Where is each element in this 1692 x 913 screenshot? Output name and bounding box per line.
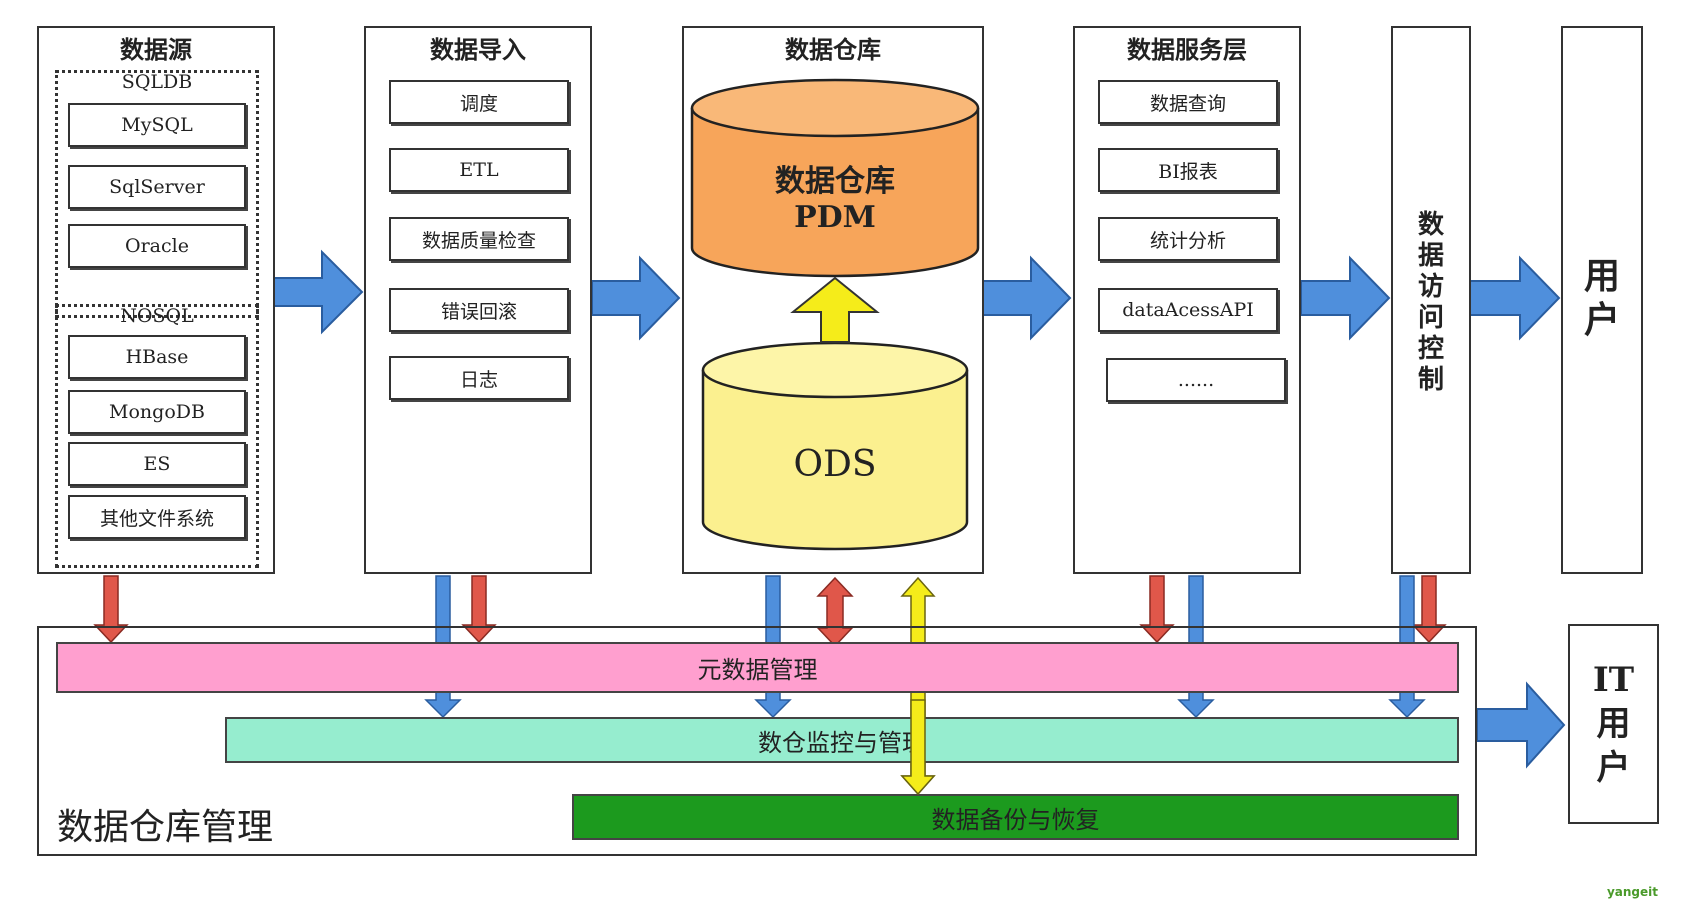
flow-arrow-management-to-it-user: [1476, 681, 1566, 769]
metadata-management-bar: 元数据管理: [56, 642, 1459, 693]
warehouse-title: 数据仓库: [785, 35, 881, 64]
red-arrow-source: [93, 575, 129, 644]
flow-arrow-warehouse-to-service: [982, 255, 1072, 341]
red-arrow-access: [1411, 575, 1447, 644]
service-item-more: ......: [1106, 358, 1286, 402]
source-item-mysql: MySQL: [68, 103, 246, 147]
access-control-label: 数 据 访 问 控 制: [1417, 210, 1444, 395]
import-item-rollback: 错误回滚: [389, 288, 569, 332]
sqldb-label: SQLDB: [121, 71, 193, 93]
service-item-data-access-api: dataAcessAPI: [1098, 288, 1278, 332]
monitoring-management-bar: 数仓监控与管理: [225, 717, 1459, 763]
user-label: 用 户: [1583, 255, 1620, 341]
data-import-title: 数据导入: [430, 35, 526, 64]
service-layer-column: 数据服务层 数据查询 BI报表 统计分析 dataAcessAPI ......: [1073, 26, 1301, 574]
service-item-statistics: 统计分析: [1098, 217, 1278, 261]
ods-cylinder: [701, 341, 969, 551]
access-control-column: 数 据 访 问 控 制: [1391, 26, 1471, 574]
source-item-hbase: HBase: [68, 335, 246, 379]
source-item-sqlserver: SqlServer: [68, 165, 246, 209]
import-item-schedule: 调度: [389, 80, 569, 124]
service-item-bi-report: BI报表: [1098, 148, 1278, 192]
flow-arrow-source-to-import: [273, 249, 364, 335]
import-item-etl: ETL: [389, 148, 569, 192]
backup-recovery-bar: 数据备份与恢复: [572, 794, 1459, 840]
data-import-column: 数据导入 调度 ETL 数据质量检查 错误回滚 日志: [364, 26, 592, 574]
sqldb-group: SQLDB: [55, 70, 259, 318]
nosql-label: NOSQL: [120, 305, 194, 327]
warehouse-management-container: 数据仓库管理: [37, 626, 1477, 856]
pdm-label-line2: PDM: [794, 200, 876, 235]
flow-arrow-import-to-warehouse: [591, 255, 681, 341]
data-source-column: 数据源 SQLDB NOSQL MySQL SqlServer Oracle H…: [37, 26, 275, 574]
red-arrow-service: [1139, 575, 1175, 644]
warehouse-management-title: 数据仓库管理: [57, 807, 274, 848]
warehouse-column: 数据仓库: [682, 26, 984, 574]
ods-label: ODS: [793, 444, 877, 485]
ods-to-pdm-arrow: [790, 276, 880, 343]
pdm-label-line1: 数据仓库: [775, 164, 895, 199]
pdm-cylinder: [690, 78, 980, 278]
import-item-quality-check: 数据质量检查: [389, 217, 569, 261]
source-item-es: ES: [68, 442, 246, 486]
service-item-query: 数据查询: [1098, 80, 1278, 124]
it-user-box: IT 用 户: [1568, 624, 1659, 824]
data-source-title: 数据源: [120, 35, 192, 64]
user-column: 用 户: [1561, 26, 1643, 574]
nosql-group: NOSQL: [55, 304, 259, 568]
flow-arrow-service-to-access: [1300, 255, 1391, 341]
flow-arrow-access-to-user: [1469, 255, 1561, 341]
import-item-log: 日志: [389, 356, 569, 400]
watermark: yangeit: [1606, 885, 1658, 899]
red-arrow-import: [461, 575, 497, 644]
source-item-mongodb: MongoDB: [68, 390, 246, 434]
it-user-label: IT 用 户: [1592, 660, 1635, 788]
source-item-other-fs: 其他文件系统: [68, 495, 246, 539]
source-item-oracle: Oracle: [68, 224, 246, 268]
service-layer-title: 数据服务层: [1127, 35, 1247, 64]
pdm-label: 数据仓库 PDM: [692, 164, 978, 236]
